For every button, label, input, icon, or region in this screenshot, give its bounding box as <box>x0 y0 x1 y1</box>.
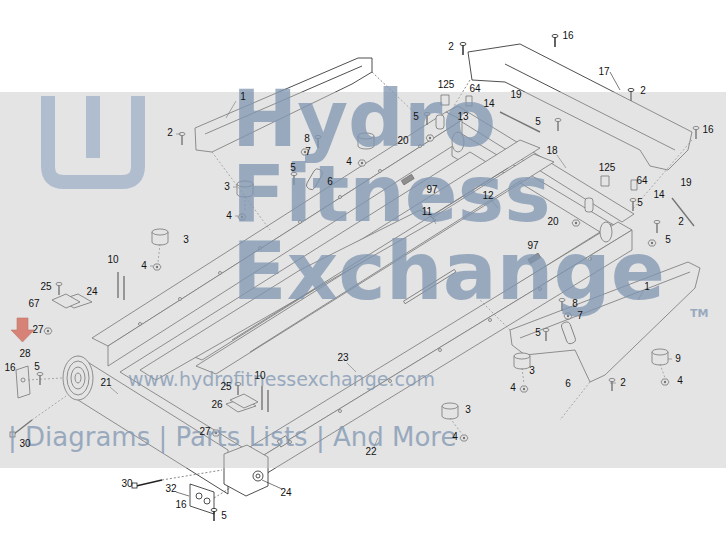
callout-number: 4 <box>346 157 352 167</box>
callout-number: 25 <box>40 282 51 292</box>
leaders-part <box>610 72 620 90</box>
callout-number: 19 <box>680 178 691 188</box>
callout-number: 3 <box>465 405 471 415</box>
callout-number: 2 <box>167 128 173 138</box>
callout-number: 5 <box>34 362 40 372</box>
side-covers-part <box>190 484 214 514</box>
callout-number: 125 <box>438 80 455 90</box>
side-covers-part <box>196 493 202 499</box>
watermark-text: www.hydrofitnessexchange.com <box>128 370 435 389</box>
callout-number: 4 <box>141 261 147 271</box>
callout-number: 97 <box>426 185 437 195</box>
callout-number: 24 <box>86 287 97 297</box>
callout-number: 19 <box>510 90 521 100</box>
callout-number: 10 <box>254 371 265 381</box>
watermark-text: TM <box>690 308 708 319</box>
callout-number: 11 <box>422 207 432 217</box>
hardware-part <box>552 34 558 47</box>
hardware-part <box>211 508 217 521</box>
callout-number: 18 <box>546 146 557 156</box>
callout-number: 6 <box>565 379 571 389</box>
callout-number: 1 <box>644 282 650 292</box>
frame-part <box>256 474 260 478</box>
callout-number: 5 <box>290 163 296 173</box>
callout-number: 16 <box>4 363 15 373</box>
watermark-text: Hydro <box>232 80 496 158</box>
callout-number: 5 <box>221 511 227 521</box>
callout-number: 2 <box>620 378 626 388</box>
callout-number: 5 <box>535 117 541 127</box>
callout-number: 64 <box>636 176 647 186</box>
callout-number: 2 <box>640 86 646 96</box>
callout-number: 27 <box>199 427 210 437</box>
callout-number: 16 <box>702 125 713 135</box>
callout-number: 30 <box>121 479 132 489</box>
callout-number: 125 <box>599 163 616 173</box>
leaders-part <box>176 492 189 496</box>
callout-number: 2 <box>678 217 684 227</box>
callout-number: 12 <box>482 191 493 201</box>
callout-number: 25 <box>220 382 231 392</box>
callout-number: 20 <box>547 217 558 227</box>
illustration-part <box>48 96 138 182</box>
callout-number: 5 <box>637 198 643 208</box>
callout-number: 2 <box>448 42 454 52</box>
callout-number: 26 <box>211 400 222 410</box>
callout-number: 5 <box>665 235 671 245</box>
callout-number: 17 <box>598 67 609 77</box>
callout-number: 67 <box>28 299 39 309</box>
illustration-part <box>86 96 100 158</box>
callout-number: 16 <box>175 500 186 510</box>
callout-number: 4 <box>677 376 683 386</box>
illustration-part <box>48 96 138 182</box>
callout-number: 13 <box>457 112 468 122</box>
callout-number: 3 <box>183 235 189 245</box>
callout-number: 3 <box>224 182 230 192</box>
watermark-text: | Diagrams | Parts Lists | And More <box>8 424 456 450</box>
callout-number: 24 <box>280 488 291 498</box>
callout-number: 97 <box>527 241 538 251</box>
callout-number: 1 <box>240 92 246 102</box>
callout-number: 4 <box>226 211 232 221</box>
watermark-text: Fitness <box>232 155 551 233</box>
callout-number: 5 <box>413 112 419 122</box>
callout-number: 30 <box>19 439 30 449</box>
callout-number: 4 <box>510 383 516 393</box>
callout-number: 7 <box>305 147 311 157</box>
callout-number: 8 <box>304 134 310 144</box>
callout-number: 14 <box>653 190 664 200</box>
callout-number: 23 <box>337 353 348 363</box>
callout-number: 4 <box>452 432 458 442</box>
leaders-part <box>262 480 282 489</box>
callout-number: 22 <box>365 447 376 457</box>
callout-number: 20 <box>397 136 408 146</box>
callout-number: 27 <box>32 325 43 335</box>
hardware-part <box>460 42 466 55</box>
dashes-part <box>214 488 230 498</box>
callout-number: 10 <box>107 255 118 265</box>
callout-number: 14 <box>483 99 494 109</box>
dashes-part <box>162 470 222 480</box>
side-covers-part <box>204 498 210 504</box>
callout-number: 9 <box>675 354 681 364</box>
callout-number: 64 <box>469 84 480 94</box>
callout-number: 3 <box>529 366 535 376</box>
bolts-part <box>132 483 137 488</box>
bolts-part <box>136 480 162 486</box>
callout-number: 28 <box>19 349 30 359</box>
watermark-text: Exchange <box>232 232 665 312</box>
callout-number: 8 <box>572 299 578 309</box>
callout-number: 6 <box>327 177 333 187</box>
callout-number: 21 <box>100 378 111 388</box>
callout-number: 5 <box>535 328 541 338</box>
callout-number: 7 <box>577 311 583 321</box>
frame-part <box>253 471 263 481</box>
callout-number: 16 <box>562 31 573 41</box>
callout-number: 32 <box>165 484 176 494</box>
